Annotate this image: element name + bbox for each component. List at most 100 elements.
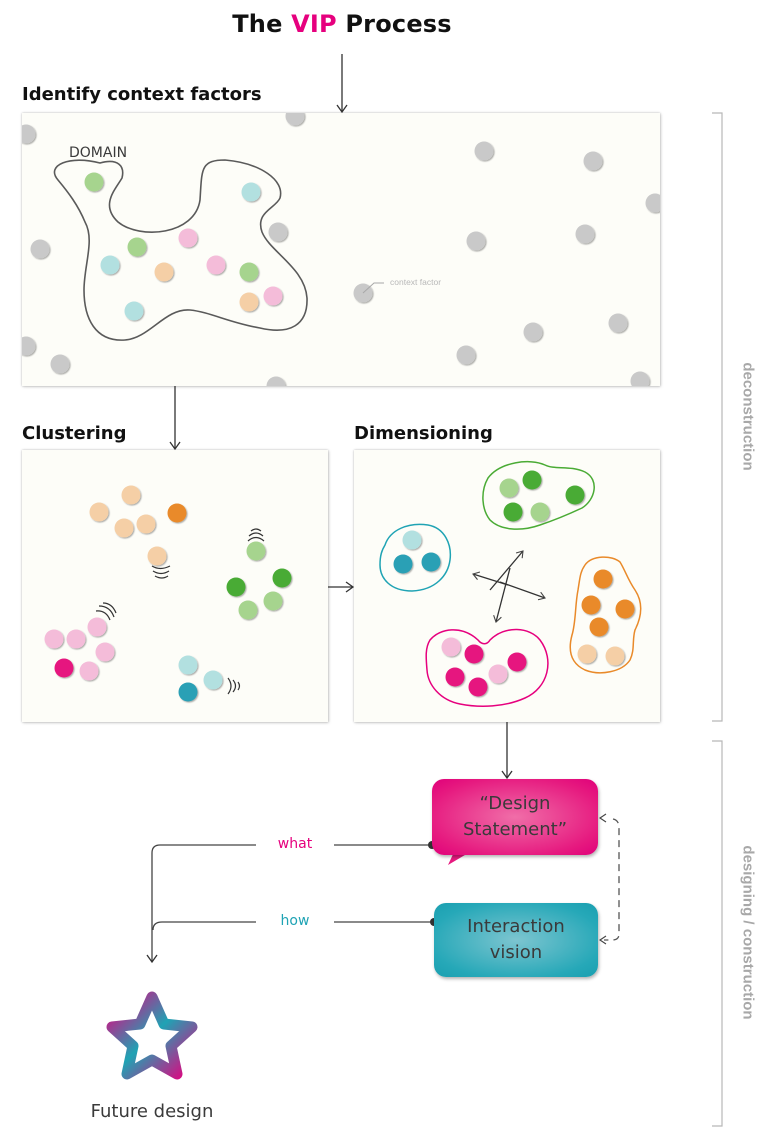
feedback-arrow-bottom (599, 935, 607, 945)
dimensioning-dots (393, 470, 635, 697)
dimension-dot-teal (402, 530, 422, 550)
blob-orange (569, 556, 642, 674)
dimension-dot-teal (393, 554, 413, 574)
cluster-dot-pink (95, 642, 115, 662)
context-factor-dot (456, 345, 476, 365)
section-label-clustering: Clustering (22, 423, 127, 444)
cluster-dot-teal (178, 682, 198, 702)
cluster-dot-teal (203, 670, 223, 690)
dimension-dot-green (503, 502, 523, 522)
context-factor-dot (30, 239, 50, 259)
context-factor-dot (285, 113, 305, 126)
context-factor-dot (575, 224, 595, 244)
context-factor-dot (268, 222, 288, 242)
cluster-dot-green (263, 591, 283, 611)
phase-label-deconstruction: deconstruction (739, 362, 757, 471)
dimension-dot-orange (593, 569, 613, 589)
identify-panel-content (22, 113, 660, 386)
dimension-dot-orange (615, 599, 635, 619)
clustering-dots (44, 485, 292, 702)
axis-arrow-right (499, 581, 546, 601)
blob-pink (425, 628, 549, 707)
dimension-dot-orange (581, 595, 601, 615)
domain-dot-green (127, 237, 147, 257)
cluster-dot-orange (167, 503, 187, 523)
dimension-dot-green (522, 470, 542, 490)
domain-dot-teal (100, 255, 120, 275)
domain-dot-pink (263, 286, 283, 306)
context-factor-dot (466, 231, 486, 251)
domain-dot-orange (154, 262, 174, 282)
dimension-dot-green (565, 485, 585, 505)
context-factor-dot (608, 313, 628, 333)
domain-dot-pink (206, 255, 226, 275)
cluster-dot-orange (136, 514, 156, 534)
domain-label: DOMAIN (69, 145, 127, 161)
domain-dot-green (84, 172, 104, 192)
context-factor-dot (266, 376, 286, 386)
design-statement-line-1: “Design (479, 793, 551, 814)
what-label: what (277, 836, 313, 852)
domain-boundary (53, 159, 308, 341)
bracket-designing (712, 740, 723, 1127)
vibration-orange (151, 565, 171, 579)
future-design-label: Future design (90, 1101, 214, 1122)
design-statement-box: “Design Statement” (432, 779, 598, 855)
axis-arrow-up (489, 550, 524, 591)
what-connector-left (146, 844, 256, 964)
feedback-arrow-top (599, 813, 607, 823)
cluster-dot-orange (114, 518, 134, 538)
axis-arrow-down (493, 567, 511, 623)
cluster-dot-green (272, 568, 292, 588)
cluster-dot-orange (121, 485, 141, 505)
context-factor-dot (645, 193, 660, 213)
domain-dots (84, 172, 283, 321)
how-connector-left (152, 921, 256, 931)
cluster-dot-green (238, 600, 258, 620)
interaction-vision-line-1: Interaction (467, 916, 565, 937)
blob-teal (379, 523, 452, 592)
how-label: how (280, 913, 310, 929)
star-icon (106, 991, 198, 1080)
dimension-dot-pink (464, 644, 484, 664)
context-factor-callout-line (362, 282, 384, 294)
context-factor-dot (22, 124, 36, 144)
feedback-loop-dashed (604, 818, 620, 941)
cluster-dot-pink (87, 617, 107, 637)
dimension-dot-pink (507, 652, 527, 672)
dimension-dot-orange (577, 644, 597, 664)
context-factor-dot (630, 371, 650, 386)
context-factor-dot (22, 336, 36, 356)
dimension-dot-green (499, 478, 519, 498)
phase-label-designing: designing / construction (739, 845, 757, 1020)
domain-dot-teal (124, 301, 144, 321)
section-label-identify: Identify context factors (22, 84, 262, 105)
cluster-dot-orange (89, 502, 109, 522)
domain-dot-orange (239, 292, 259, 312)
cluster-dot-pink (66, 629, 86, 649)
vibration-teal (227, 677, 241, 695)
bracket-deconstruction (712, 112, 723, 722)
cluster-dot-pink (79, 661, 99, 681)
dimension-dot-pink (445, 667, 465, 687)
title-highlight: VIP (291, 10, 337, 38)
context-factor-dot (474, 141, 494, 161)
cluster-dot-orange (147, 546, 167, 566)
dimension-dot-orange (589, 617, 609, 637)
interaction-vision-box: Interaction vision (434, 903, 598, 977)
context-factor-dot (50, 354, 70, 374)
context-factor-label: context factor (390, 277, 441, 287)
domain-dot-pink (178, 228, 198, 248)
page-title: The VIP Process (0, 10, 684, 38)
context-factor-dot (583, 151, 603, 171)
cluster-dot-pink (54, 658, 74, 678)
context-factor-dot (523, 322, 543, 342)
dimension-axes-icon (472, 550, 546, 623)
title-suffix: Process (345, 10, 452, 38)
cluster-dot-pink (44, 629, 64, 649)
vibration-marks (95, 528, 265, 695)
dimension-blobs (379, 460, 642, 707)
cluster-dot-green (226, 577, 246, 597)
dimension-dot-teal (421, 552, 441, 572)
